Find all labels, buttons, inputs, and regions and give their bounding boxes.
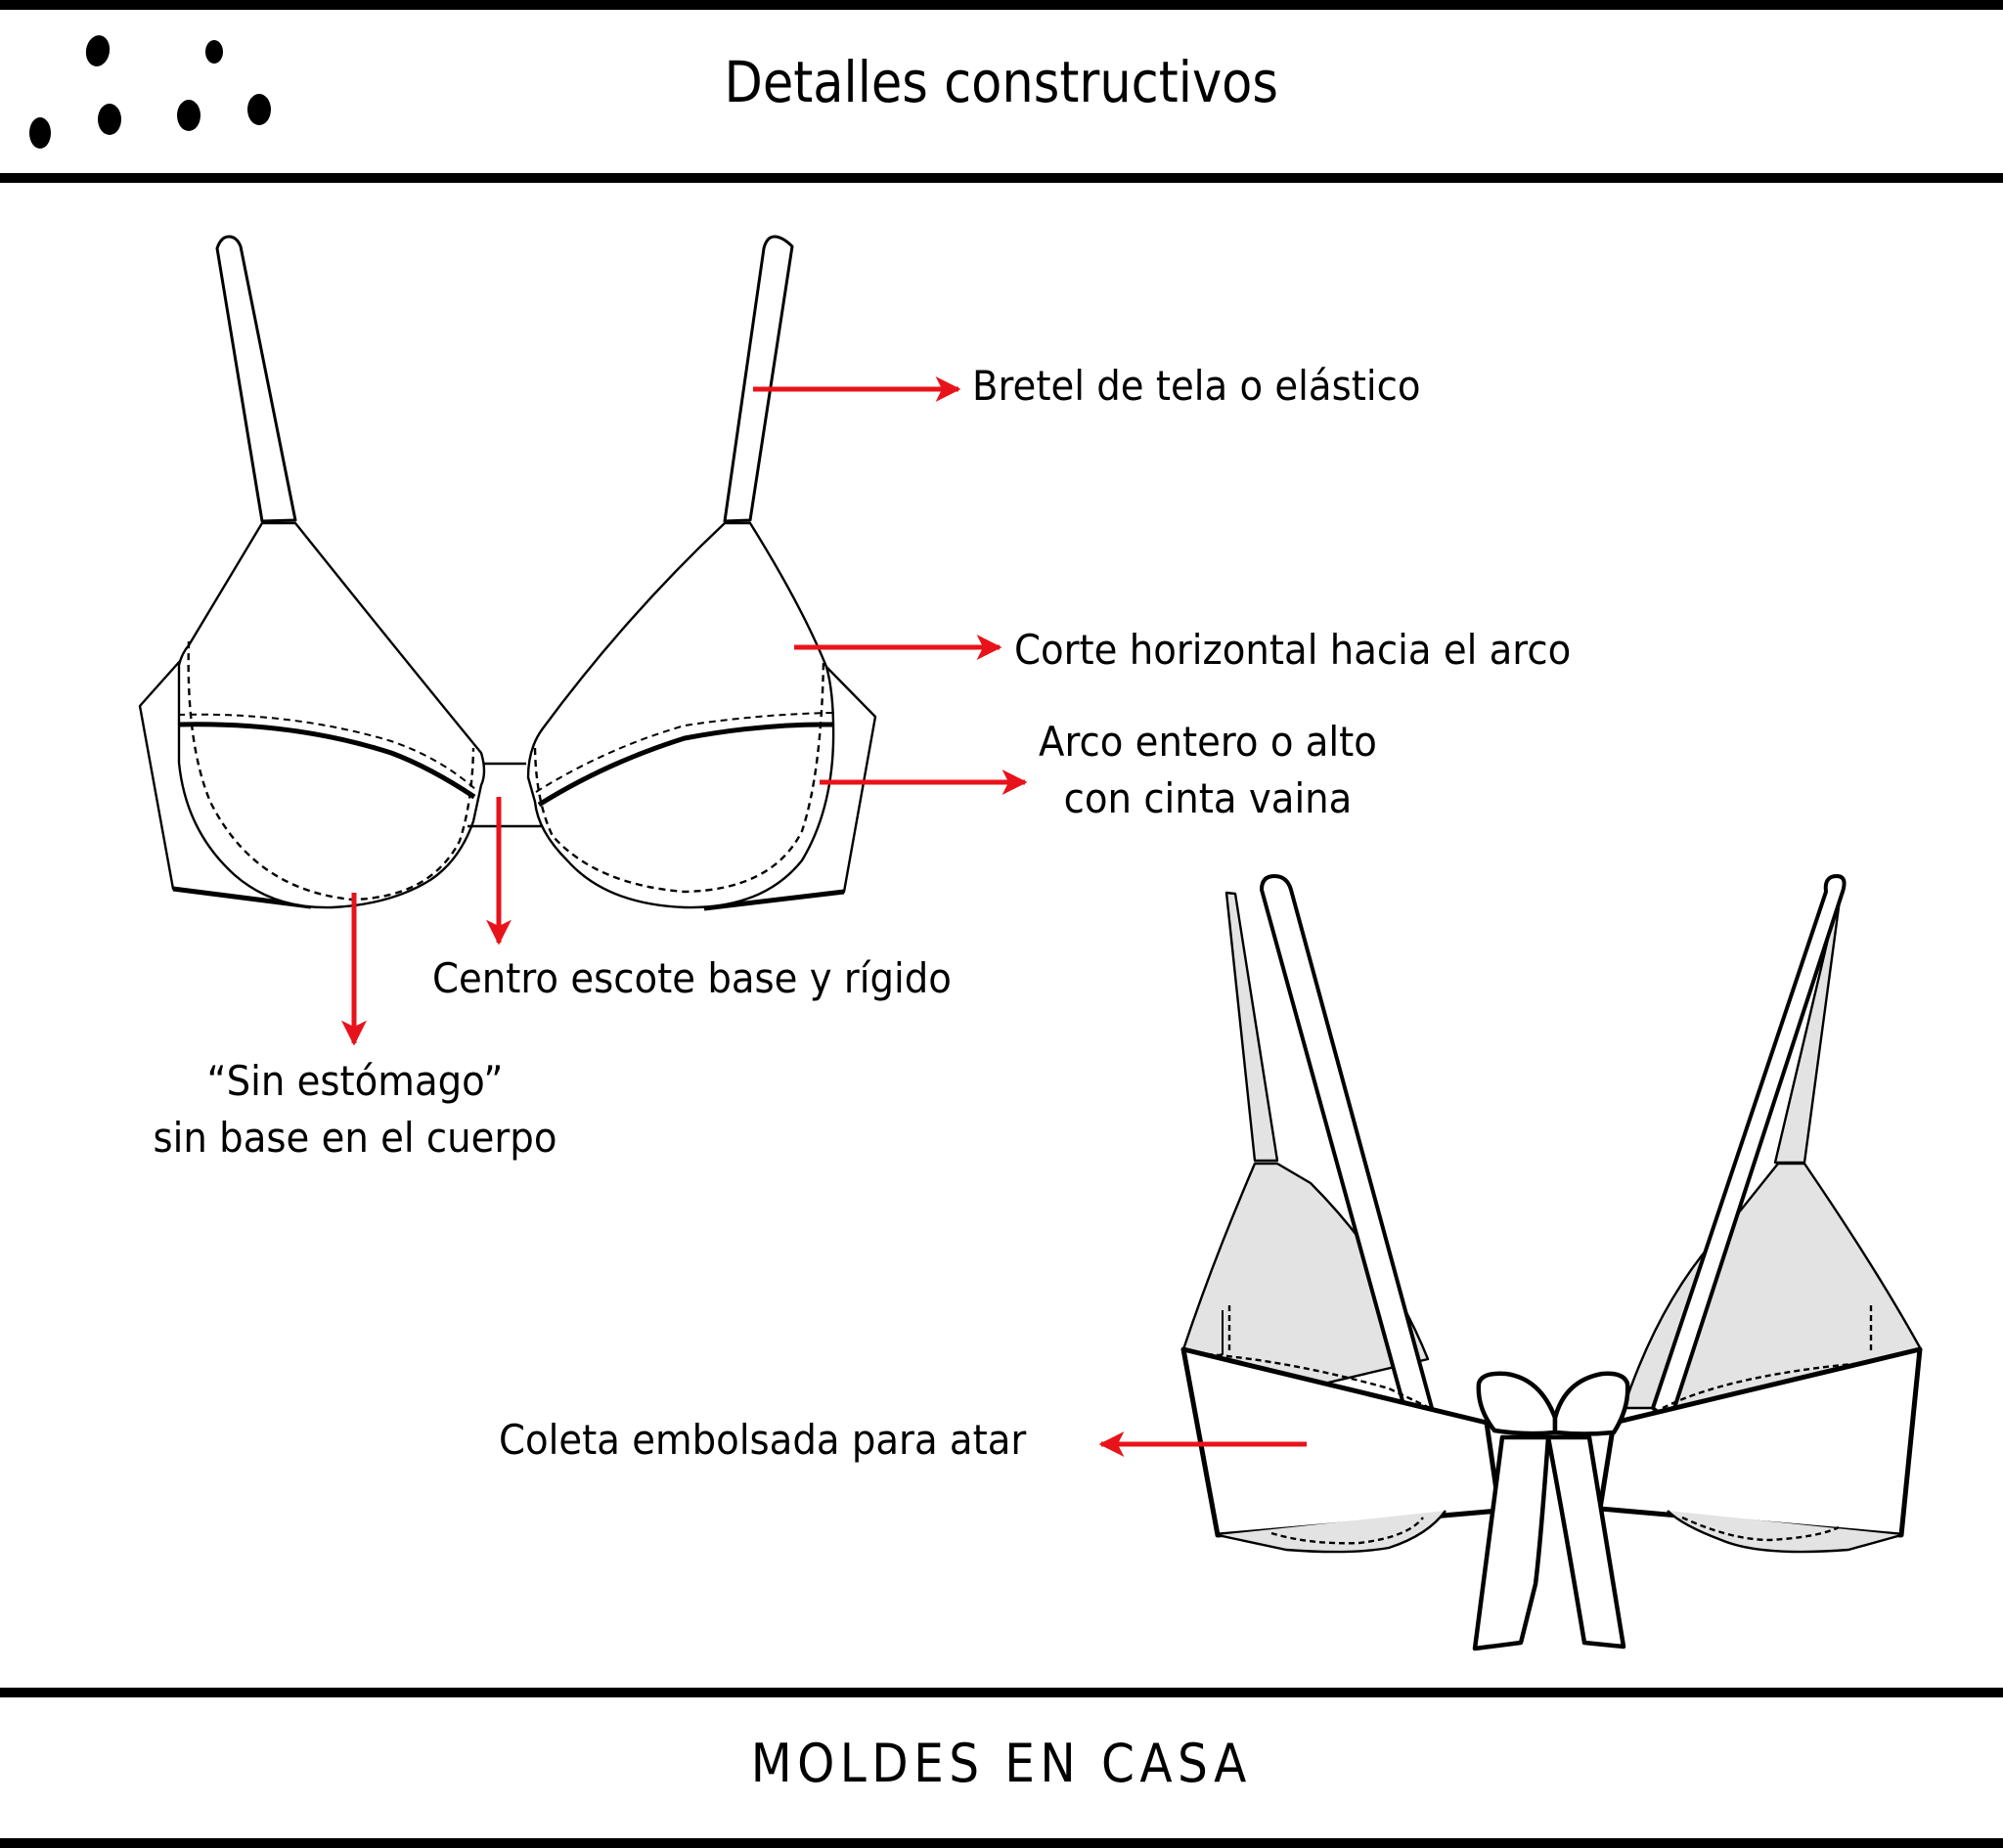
top-rule	[0, 0, 2003, 10]
page-title: Detalles constructivos	[724, 49, 1278, 115]
label-centro-escote: Centro escote base y rígido	[432, 954, 952, 1002]
annotation-arrows	[341, 376, 1307, 1457]
label-sin-estomago-line1: “Sin estómago”	[206, 1057, 504, 1105]
back-right-strap	[1651, 874, 1847, 1418]
header-rule	[0, 173, 2003, 183]
back-left-strap	[1260, 874, 1434, 1422]
label-bretel: Bretel de tela o elástico	[972, 362, 1421, 410]
six-dots-logo-icon	[29, 35, 271, 149]
label-arco: Arco entero o alto con cinta vaina	[1028, 714, 1388, 827]
footer-brand: MOLDES EN CASA	[750, 1733, 1252, 1794]
label-coleta: Coleta embolsada para atar	[499, 1416, 1027, 1464]
bow-tail-left	[1472, 1434, 1551, 1651]
label-corte-horizontal: Corte horizontal hacia el arco	[1014, 626, 1572, 674]
left-strap	[215, 235, 297, 523]
label-sin-estomago-line2: sin base en el cuerpo	[153, 1114, 557, 1162]
bow-loop-left	[1476, 1371, 1558, 1436]
left-cup	[177, 521, 486, 909]
bow-loop-right	[1552, 1371, 1630, 1436]
label-arco-line2: con cinta vaina	[1063, 774, 1353, 822]
center-gore	[467, 762, 543, 828]
bow-tail-right	[1545, 1434, 1626, 1650]
footer-top-rule	[0, 1688, 2003, 1697]
bottom-rule	[0, 1838, 2003, 1848]
right-cup	[526, 521, 835, 909]
front-bra-drawing	[138, 235, 877, 911]
label-arco-line1: Arco entero o alto	[1039, 718, 1377, 766]
right-strap	[723, 235, 794, 523]
label-sin-estomago: “Sin estómago” sin base en el cuerpo	[144, 1053, 566, 1166]
back-bra-drawing	[1180, 874, 1923, 1651]
